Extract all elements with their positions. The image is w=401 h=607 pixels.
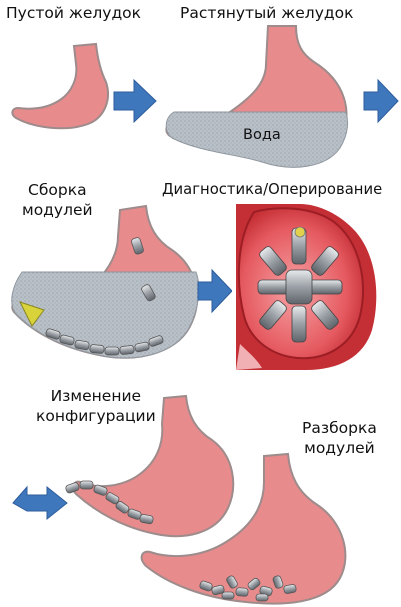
empty-stomach — [12, 44, 108, 128]
step-label-reconfiguration: Изменение конфигурации — [36, 386, 156, 426]
arrow-right-icon — [364, 80, 398, 122]
arrow-bidirectional-icon — [13, 487, 67, 519]
stretched-stomach — [166, 26, 347, 167]
step-label-disassembly: Разборка модулей — [302, 418, 377, 458]
step-label-stretched-stomach: Растянутый желудок — [180, 3, 353, 23]
surgery-cutaway — [232, 200, 382, 372]
assembly-stomach — [12, 206, 199, 358]
arrow-right-icon — [198, 270, 232, 312]
step-label-empty-stomach: Пустой желудок — [6, 3, 141, 23]
water-label: Вода — [243, 125, 281, 145]
step-label-assembly: Сборка модулей — [22, 180, 93, 220]
step-label-diagnostics: Диагностика/Оперирование — [162, 180, 382, 200]
arrow-right-icon — [114, 80, 156, 122]
